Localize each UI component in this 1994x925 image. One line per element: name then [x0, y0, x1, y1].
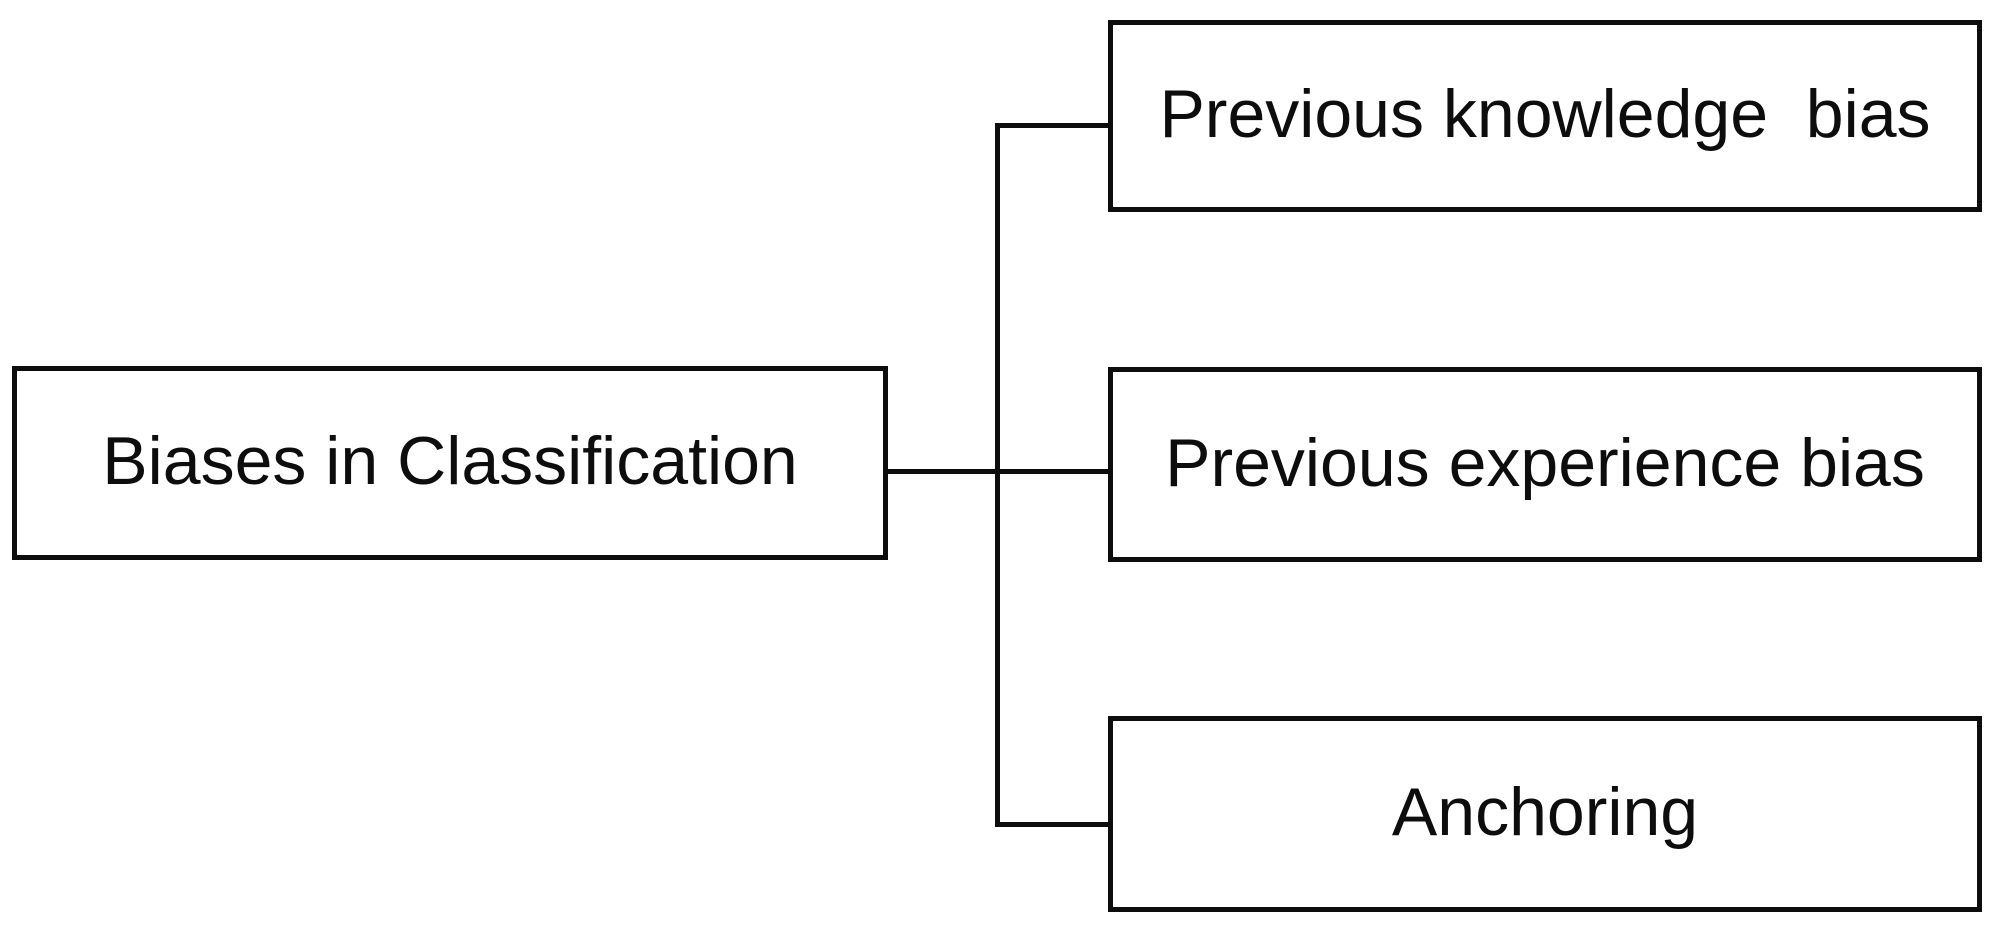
- child-node-previous-knowledge-bias: Previous knowledge bias: [1108, 20, 1982, 212]
- connector-trunk-vertical: [995, 123, 1000, 827]
- child-node-label: Previous knowledge bias: [1159, 76, 1931, 152]
- connector-branch-anchoring: [995, 822, 1108, 827]
- child-node-label: Anchoring: [1391, 774, 1699, 850]
- child-node-anchoring: Anchoring: [1108, 716, 1982, 912]
- connector-branch-previous-knowledge-bias: [995, 123, 1108, 128]
- root-node-biases-in-classification: Biases in Classification: [12, 366, 888, 560]
- child-node-previous-experience-bias: Previous experience bias: [1108, 367, 1982, 562]
- child-node-label: Previous experience bias: [1165, 424, 1925, 501]
- root-node-label: Biases in Classification: [102, 423, 798, 499]
